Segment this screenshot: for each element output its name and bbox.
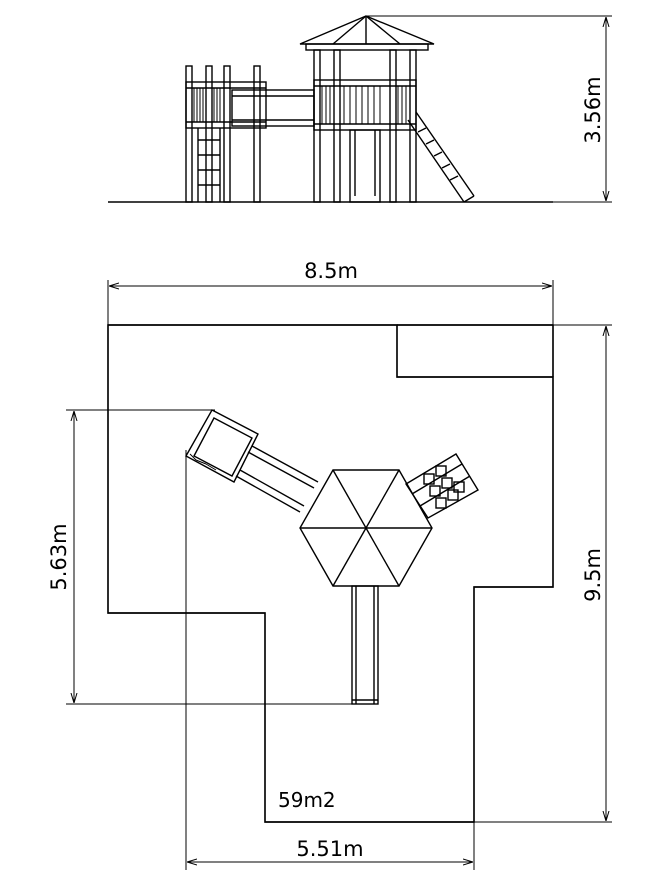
height-dimension <box>366 15 612 203</box>
hexagon-roof <box>299 469 433 587</box>
bridge-plan <box>235 445 319 513</box>
climbing-ramp-plan <box>405 453 479 519</box>
climbing-ramp <box>407 111 475 203</box>
slide-front <box>349 129 381 203</box>
inner-width-dimension <box>185 450 475 870</box>
area-label: 59m2 <box>278 788 336 812</box>
inner-width-dimension-label: 5.51m <box>296 837 363 861</box>
height-dimension-label: 3.56m <box>581 76 605 143</box>
depth-dimension-label: 9.5m <box>581 548 605 602</box>
plan-view <box>66 280 612 870</box>
inner-depth-dimension <box>66 409 352 705</box>
small-tower-plan <box>185 409 259 483</box>
main-tower <box>299 15 435 203</box>
width-dimension <box>107 280 554 325</box>
tower-roof <box>299 15 435 45</box>
slide-plan <box>351 585 379 705</box>
safety-area-outline <box>107 324 554 823</box>
width-dimension-label: 8.5m <box>304 259 358 283</box>
inner-depth-dimension-label: 5.63m <box>47 523 71 590</box>
left-tower <box>185 65 267 203</box>
depth-dimension <box>474 324 612 823</box>
left-ladder <box>197 128 221 202</box>
bridge <box>231 89 315 127</box>
elevation-view <box>108 15 612 203</box>
safety-area-contour <box>107 324 554 823</box>
